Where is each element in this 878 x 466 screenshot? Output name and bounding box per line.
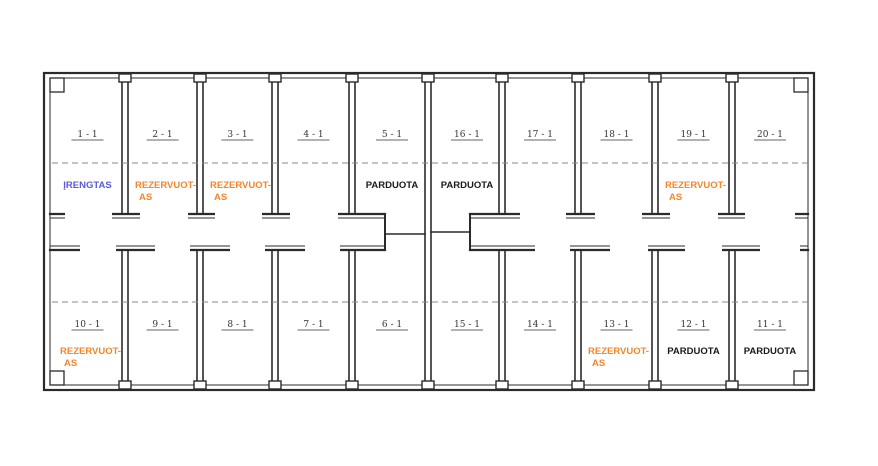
door-opening [290,212,338,220]
unit-status: AS [64,358,77,369]
unit-status: AS [592,358,605,369]
unit-status: REZERVUOT- [665,180,726,191]
unit-number: 1 - 1 [77,130,97,140]
door-opening [610,244,648,252]
unit-number: 15 - 1 [454,320,480,330]
unit: 19 - 1 REZERVUOT-AS [665,130,726,203]
unit: 11 - 1 PARDUOTA [744,320,797,357]
column-post [193,380,207,390]
door-opening [140,212,188,220]
door-opening [155,244,190,252]
unit-number: 3 - 1 [227,130,247,140]
unit-status: PARDUOTA [667,346,720,357]
unit: 1 - 1 ĮRENGTAS [63,130,111,191]
unit-number: 13 - 1 [604,320,630,330]
column-post [268,73,282,83]
unit: 13 - 1 REZERVUOT-AS [588,320,649,369]
unit-number: 12 - 1 [681,320,707,330]
unit: 15 - 1 [451,320,483,331]
door-opening [305,244,340,252]
unit: 4 - 1 [297,130,330,141]
column-post [421,380,435,390]
unit-status: REZERVUOT- [60,346,121,357]
unit: 7 - 1 [297,320,330,331]
unit-number: 20 - 1 [757,130,783,140]
unit-number: 10 - 1 [75,320,101,330]
unit-status: AS [139,192,152,203]
corner-block [793,370,809,386]
unit: 18 - 1 [600,130,633,141]
unit-number: 19 - 1 [681,130,707,140]
door-opening [745,212,795,220]
unit-status: ĮRENGTAS [63,180,111,191]
unit-number: 6 - 1 [382,320,402,330]
door-opening [760,244,800,252]
unit: 3 - 1 REZERVUOT-AS [210,130,271,203]
column-post [193,73,207,83]
unit-status: PARDUOTA [744,346,797,357]
door-opening [595,212,642,220]
unit: 12 - 1 PARDUOTA [667,320,720,357]
unit: 9 - 1 [146,320,179,331]
column-post [648,380,662,390]
unit-number: 17 - 1 [527,130,553,140]
door-opening [520,212,566,220]
column-post [345,380,359,390]
column-post [495,73,509,83]
unit-status: PARDUOTA [441,180,494,191]
column-post [725,380,739,390]
door-opening [230,244,265,252]
corner-block [49,77,65,93]
unit-status: REZERVUOT- [210,180,271,191]
door-opening [65,212,112,220]
column-post [421,73,435,83]
corner-block [49,370,65,386]
column-post [345,73,359,83]
column-post [725,73,739,83]
unit-status: PARDUOTA [366,180,419,191]
door-opening [670,212,718,220]
unit: 10 - 1 REZERVUOT-AS [60,320,121,369]
unit-number: 8 - 1 [227,320,247,330]
corner-block [793,77,809,93]
unit: 20 - 1 [754,130,786,141]
unit: 17 - 1 [524,130,556,141]
unit-number: 14 - 1 [527,320,553,330]
unit: 6 - 1 [376,320,408,331]
unit-status: REZERVUOT- [588,346,649,357]
unit-number: 11 - 1 [757,320,783,330]
column-post [571,73,585,83]
unit-number: 18 - 1 [604,130,630,140]
outer-wall [42,71,816,392]
column-post [648,73,662,83]
unit-number: 2 - 1 [152,130,172,140]
unit: 2 - 1 REZERVUOT-AS [135,130,196,203]
unit-number: 9 - 1 [152,320,172,330]
walls [42,71,816,392]
door-opening [535,244,570,252]
column-post [571,380,585,390]
unit-number: 5 - 1 [382,130,402,140]
column-post [118,73,132,83]
unit: 14 - 1 [524,320,556,331]
column-post [495,380,509,390]
door-opening [80,244,116,252]
unit-status: REZERVUOT- [135,180,196,191]
unit-status: AS [214,192,227,203]
inner-wall-line [49,77,809,386]
unit: 5 - 1 PARDUOTA [366,130,419,191]
unit: 16 - 1 PARDUOTA [441,130,494,191]
door-opening [685,244,722,252]
unit-number: 4 - 1 [303,130,323,140]
unit-number: 16 - 1 [454,130,480,140]
door-opening [215,212,262,220]
unit-number: 7 - 1 [303,320,323,330]
unit: 8 - 1 [221,320,254,331]
column-post [118,380,132,390]
column-post [268,380,282,390]
unit-status: AS [669,192,682,203]
